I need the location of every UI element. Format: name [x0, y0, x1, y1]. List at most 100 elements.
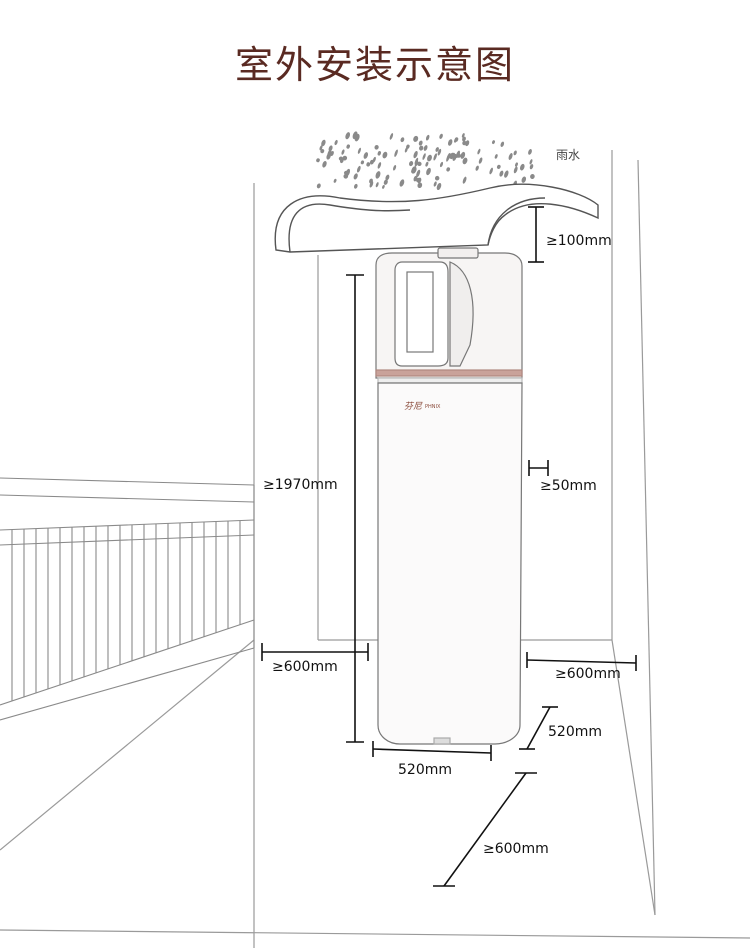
rain-drop: [375, 171, 381, 179]
rain-drop: [454, 137, 458, 143]
rain-drop: [369, 181, 374, 188]
rain-drop: [316, 183, 321, 189]
rain-drop: [357, 147, 361, 154]
rain-drop: [418, 140, 423, 146]
water-heater: [375, 247, 523, 745]
rain-drop: [460, 151, 466, 159]
rain-drop: [530, 174, 535, 179]
rain-label: 雨水: [556, 148, 581, 162]
rain-drop: [346, 144, 350, 149]
rain-drop: [345, 168, 351, 177]
rain-drop: [447, 139, 453, 146]
brand-name-cn: 芬尼: [404, 402, 423, 412]
rain-drop: [461, 133, 465, 138]
rain-drop: [320, 149, 325, 154]
rain-drop: [400, 137, 405, 143]
rain-drop: [389, 133, 394, 140]
rain-drop: [342, 155, 348, 161]
rain-drop: [434, 175, 440, 181]
rain-drop: [409, 161, 414, 167]
rain-drop: [521, 176, 527, 183]
rain-drop: [446, 154, 450, 162]
height-label: ≥1970mm: [263, 477, 338, 493]
rain-drop: [513, 150, 517, 156]
rain-drop: [327, 149, 332, 158]
rain-drop: [494, 154, 498, 159]
rain-drops: [316, 131, 535, 191]
wall-gap-label: ≥50mm: [540, 478, 597, 494]
left-clearance-label: ≥600mm: [272, 659, 338, 675]
rain-drop: [489, 167, 493, 175]
rain-drop: [528, 149, 532, 155]
right-clearance-label: ≥600mm: [555, 666, 621, 682]
brand-name-en: PHNIX: [425, 404, 441, 410]
rain-drop: [383, 179, 388, 185]
rain-drop: [353, 183, 358, 189]
top-clearance-label: ≥100mm: [546, 233, 612, 249]
rain-drop: [393, 165, 397, 171]
rain-drop: [416, 169, 421, 178]
rain-drop: [426, 167, 431, 176]
rain-drop: [360, 160, 365, 165]
rain-drop: [437, 148, 442, 156]
rain-drop: [334, 139, 338, 146]
room-outline: [0, 150, 750, 948]
rain-drop: [333, 178, 337, 183]
rain-drop: [366, 162, 371, 167]
rain-drop: [499, 170, 504, 177]
rain-drop: [352, 131, 358, 140]
rain-drop: [416, 177, 420, 183]
rain-drop: [377, 151, 381, 156]
rain-drop: [356, 165, 361, 173]
depth-label: 520mm: [548, 724, 602, 740]
rain-drop: [353, 173, 358, 180]
rain-drop: [435, 147, 439, 152]
rain-drop: [492, 140, 495, 145]
rain-drop: [345, 132, 351, 140]
balcony-railing: [0, 477, 255, 721]
rain-drop: [477, 148, 481, 155]
rain-drop: [411, 169, 416, 174]
rain-drop: [385, 174, 390, 181]
rain-drop: [417, 161, 422, 167]
rain-drop: [372, 156, 376, 163]
rain-drop: [439, 133, 443, 139]
rain-drop: [504, 170, 509, 178]
rain-drop: [462, 140, 467, 146]
rain-drop: [328, 145, 333, 152]
rain-drop: [446, 167, 451, 172]
rain-drop: [321, 139, 326, 147]
front-clearance-label: ≥600mm: [483, 841, 549, 857]
rain-drop: [462, 136, 466, 142]
rain-drop: [520, 163, 525, 171]
rain-drop: [456, 153, 461, 158]
rain-drop: [425, 161, 429, 167]
rain-drop: [462, 157, 468, 165]
rain-drop: [425, 134, 430, 141]
rain-drop: [394, 149, 398, 157]
rain-drop: [338, 156, 343, 161]
page-title: 室外安装示意图: [234, 43, 515, 87]
rain-drop: [413, 135, 419, 142]
rain-drop: [363, 152, 369, 159]
rain-drop: [513, 166, 518, 174]
rain-drop: [529, 164, 534, 170]
rain-drop: [439, 161, 444, 168]
rain-drop: [465, 140, 470, 147]
rain-drop: [417, 182, 423, 189]
rain-drop: [322, 161, 327, 168]
rain-drop: [374, 145, 379, 150]
rain-drop: [316, 158, 320, 163]
rain-drop: [475, 165, 479, 171]
rain-drop: [399, 179, 405, 187]
rain-drop: [423, 145, 428, 151]
rain-drop: [515, 162, 518, 167]
rain-drop: [529, 159, 533, 165]
rain-drop: [404, 147, 408, 153]
awning: [274, 183, 599, 253]
rain-drop: [436, 182, 442, 191]
rain-drop: [375, 182, 379, 188]
rain-drop: [452, 153, 457, 161]
rain-drop: [427, 154, 432, 162]
